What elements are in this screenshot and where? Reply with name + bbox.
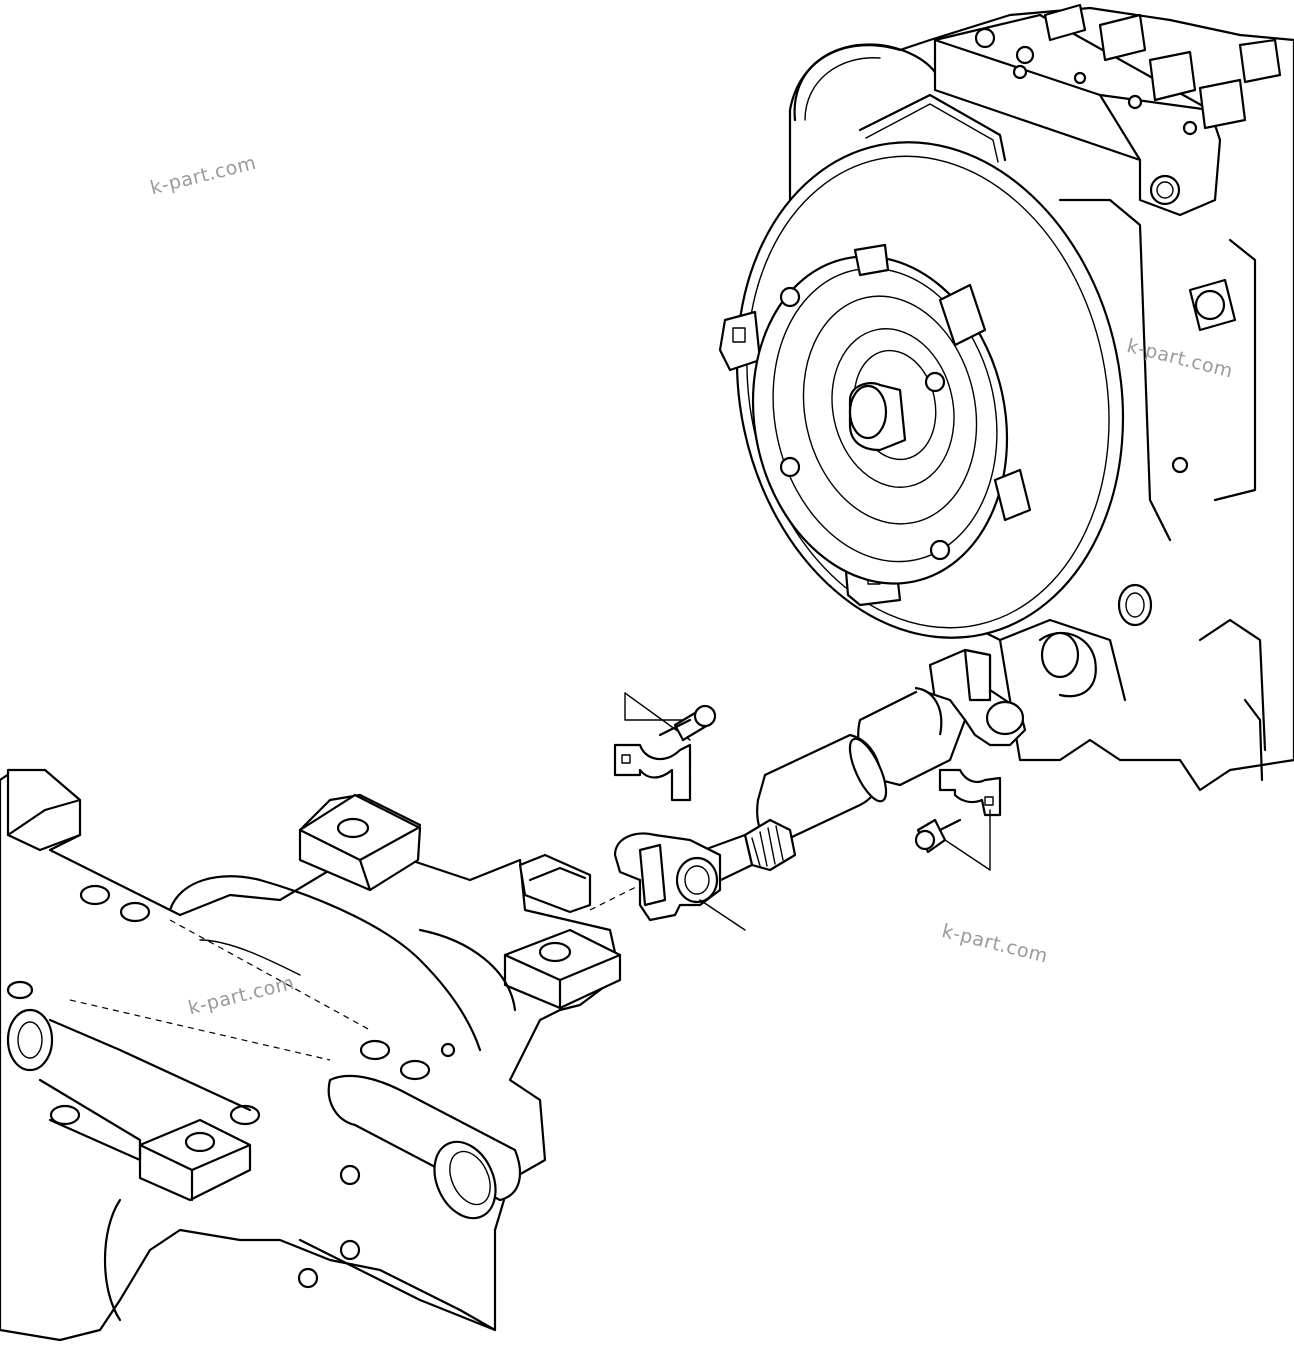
- lower-bracket-assembly: [914, 768, 1002, 871]
- drive-shaft: [613, 648, 1027, 931]
- upper-bracket-assembly: [613, 692, 717, 802]
- axle-housing: [0, 768, 641, 1342]
- transmission-housing: [718, 3, 1294, 792]
